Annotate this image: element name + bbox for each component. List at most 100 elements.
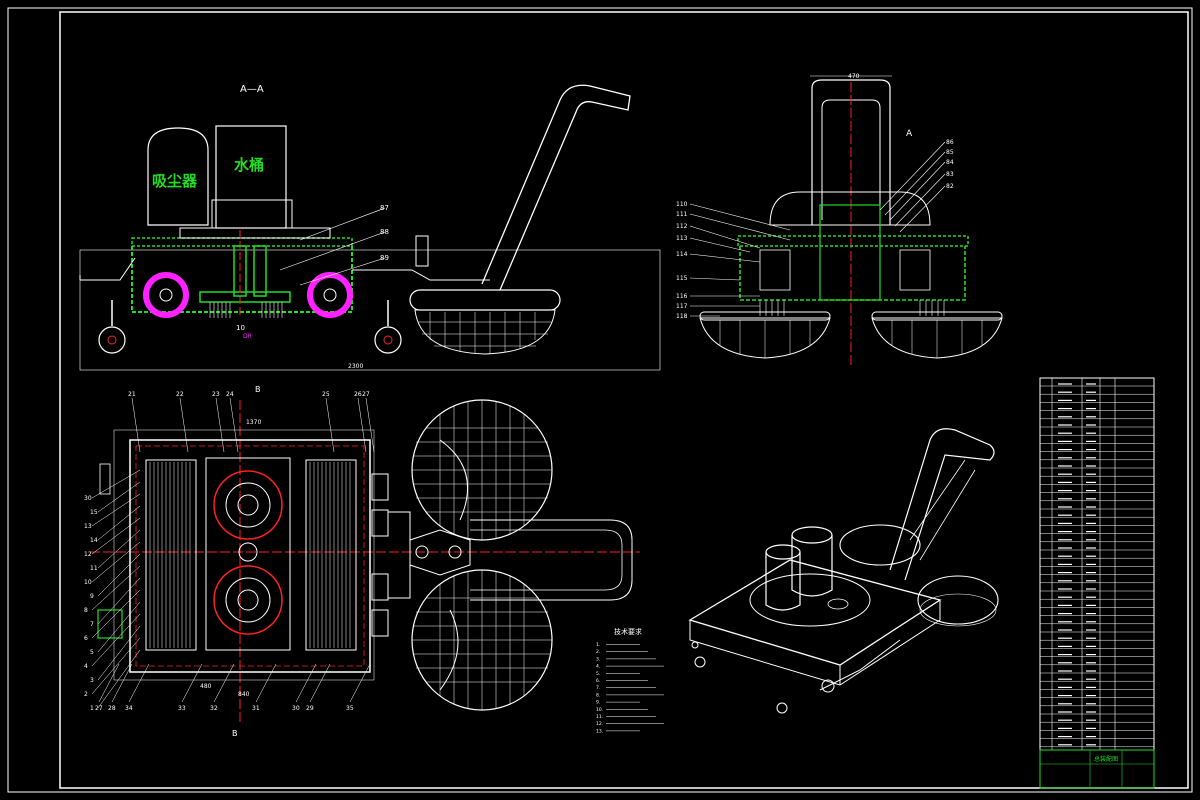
- balloon-plan-bottom-7: 29: [306, 705, 314, 712]
- parts-list-frame: [1039, 377, 1155, 751]
- notes-title: 技术要求: [614, 627, 642, 636]
- balloon-85: 85: [946, 149, 954, 156]
- title-block-frame: [1039, 749, 1155, 789]
- pivot-a: [415, 545, 429, 559]
- note-line-4: 5.: [596, 671, 600, 677]
- disk-brush-bottom-inner: [225, 577, 271, 623]
- balloon-113: 113: [676, 235, 688, 242]
- side-leaders-right: [879, 141, 946, 233]
- balloon-plan-left-0: 30: [84, 495, 92, 502]
- isometric-view: [688, 428, 999, 714]
- brush-bristles: [209, 302, 283, 318]
- note-line-3: 4.: [596, 664, 600, 670]
- inner-border: [59, 11, 1189, 789]
- notes-lines: 1.2.3.4.5.6.7.8.9.10.11.12.13.: [596, 642, 664, 734]
- balloon-plan-bottom-6: 30: [292, 705, 300, 712]
- plan-fan-bottom-grid: [412, 570, 552, 710]
- balloon-87: 87: [380, 204, 389, 212]
- note-line-2: 3.: [596, 656, 600, 662]
- iso-fan-top: [839, 524, 921, 566]
- iso-turntable: [749, 573, 871, 627]
- fan-basket-grid: [418, 312, 552, 354]
- iso-fan-bottom-rim: [919, 593, 997, 627]
- caster-left: [98, 326, 126, 354]
- water-tank-label: 水桶: [234, 156, 264, 174]
- section-mark-a: A: [906, 129, 913, 139]
- iso-handle: [889, 428, 995, 581]
- iso-deck-top: [688, 559, 942, 666]
- balloon-82: 82: [946, 183, 954, 190]
- brush-housing: [199, 291, 291, 303]
- balloon-plan-left-7: 9: [90, 593, 94, 600]
- iso-pivot: [821, 679, 835, 693]
- balloon-plan-bottom-8: 35: [346, 705, 354, 712]
- front-view-frame: [79, 249, 661, 371]
- balloon-plan-left-1: 15: [90, 509, 98, 516]
- drive-shaft-2: [253, 245, 267, 297]
- balloon-plan-left-9: 7: [90, 621, 94, 628]
- balloon-plan-top-4: 25: [322, 391, 330, 398]
- top-plate: [179, 227, 331, 239]
- dust-collector-body: [147, 127, 209, 226]
- pipe-fitting: [97, 609, 123, 639]
- side-dim-top: 470: [848, 73, 860, 80]
- plan-dim-1370: 1370: [246, 419, 261, 426]
- disk-brush-top-inner: [225, 482, 271, 528]
- parts-list: [1039, 377, 1155, 751]
- balloon-plan-bottom-5: 31: [252, 705, 260, 712]
- disk-brush-housing: [205, 457, 291, 651]
- balloon-plan-bottom-0: 27: [95, 705, 103, 712]
- fan-blade-bottom: [439, 609, 459, 691]
- disk-brush-top: [213, 470, 283, 540]
- roller-right: [307, 272, 353, 318]
- note-line-5: 6.: [596, 678, 600, 684]
- title-name-cell: 总装配图: [1094, 755, 1118, 763]
- note-line-0: 1.: [596, 642, 600, 648]
- side-motor-right: [899, 249, 931, 291]
- side-frame: [739, 246, 966, 301]
- caster-right: [374, 326, 402, 354]
- iso-cylinder-right: [791, 535, 833, 597]
- link-plate: [388, 511, 411, 599]
- note-line-11: 12.: [596, 721, 603, 727]
- balloon-84: 84: [946, 159, 954, 166]
- disk-brush-top-hub: [237, 494, 259, 516]
- note-line-8: 9.: [596, 700, 600, 706]
- iso-deck-sides: [689, 600, 941, 686]
- balloon-plan-left-8: 8: [84, 607, 88, 614]
- balloon-89: 89: [380, 254, 389, 262]
- balloon-117: 117: [676, 303, 688, 310]
- pivot-b: [448, 545, 462, 559]
- roller-left: [143, 272, 189, 318]
- balloon-plan-left-5: 11: [90, 565, 98, 572]
- balloon-plan-top-3: 24: [226, 391, 234, 398]
- roller-right-hub: [323, 288, 337, 302]
- side-top-housing: [769, 191, 931, 226]
- side-handle-outer: [811, 79, 891, 225]
- brush-strip-left: [145, 459, 197, 651]
- side-hinges: [371, 473, 389, 637]
- link-bracket: [409, 529, 471, 576]
- water-tank-base: [211, 199, 293, 229]
- balloon-plan-left-15: 1: [90, 705, 94, 712]
- balloon-plan-bottom-1: 28: [108, 705, 116, 712]
- plan-handle-outer: [470, 519, 633, 601]
- balloon-83: 83: [946, 171, 954, 178]
- note-line-7: 8.: [596, 692, 600, 698]
- balloon-plan-left-6: 10: [84, 579, 92, 586]
- iso-cylinder-right-top: [791, 526, 833, 544]
- brush-strip-left-lines: [149, 462, 191, 648]
- section-mark-b-top: B: [255, 385, 261, 394]
- balloon-plan-bottom-2: 34: [125, 705, 133, 712]
- motor-label: DR: [243, 333, 252, 340]
- side-latch: [99, 463, 111, 495]
- plan-handle-inner: [470, 529, 623, 591]
- note-line-6: 7.: [596, 685, 600, 691]
- plan-dim-frame: [113, 429, 375, 681]
- balloon-10: 10: [236, 324, 245, 332]
- center-gear: [238, 542, 258, 562]
- balloon-plan-bottom-4: 32: [210, 705, 218, 712]
- iso-cylinder-left: [765, 552, 801, 611]
